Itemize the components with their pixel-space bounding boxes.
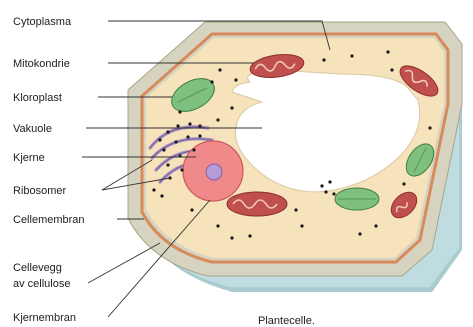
nucleus xyxy=(183,141,243,201)
label-cellevegg: Cellevegg xyxy=(13,262,62,274)
label-cellevegg-cellulose: av cellulose xyxy=(13,278,70,290)
mitochondrion-bottom xyxy=(227,192,287,216)
nucleolus xyxy=(206,164,222,180)
label-kjernembran: Kjernembran xyxy=(13,312,76,324)
label-cytoplasma: Cytoplasma xyxy=(13,16,72,28)
label-ribosomer: Ribosomer xyxy=(13,185,67,197)
label-kloroplast: Kloroplast xyxy=(13,92,62,104)
chloroplast-bottom xyxy=(335,188,379,210)
label-cellemembran: Cellemembran xyxy=(13,214,85,226)
label-kjerne: Kjerne xyxy=(13,152,45,164)
caption: Plantecelle. xyxy=(258,315,315,327)
leader-cellevegg xyxy=(88,243,160,283)
label-vakuole: Vakuole xyxy=(13,123,52,135)
label-mitokondrie: Mitokondrie xyxy=(13,58,70,70)
